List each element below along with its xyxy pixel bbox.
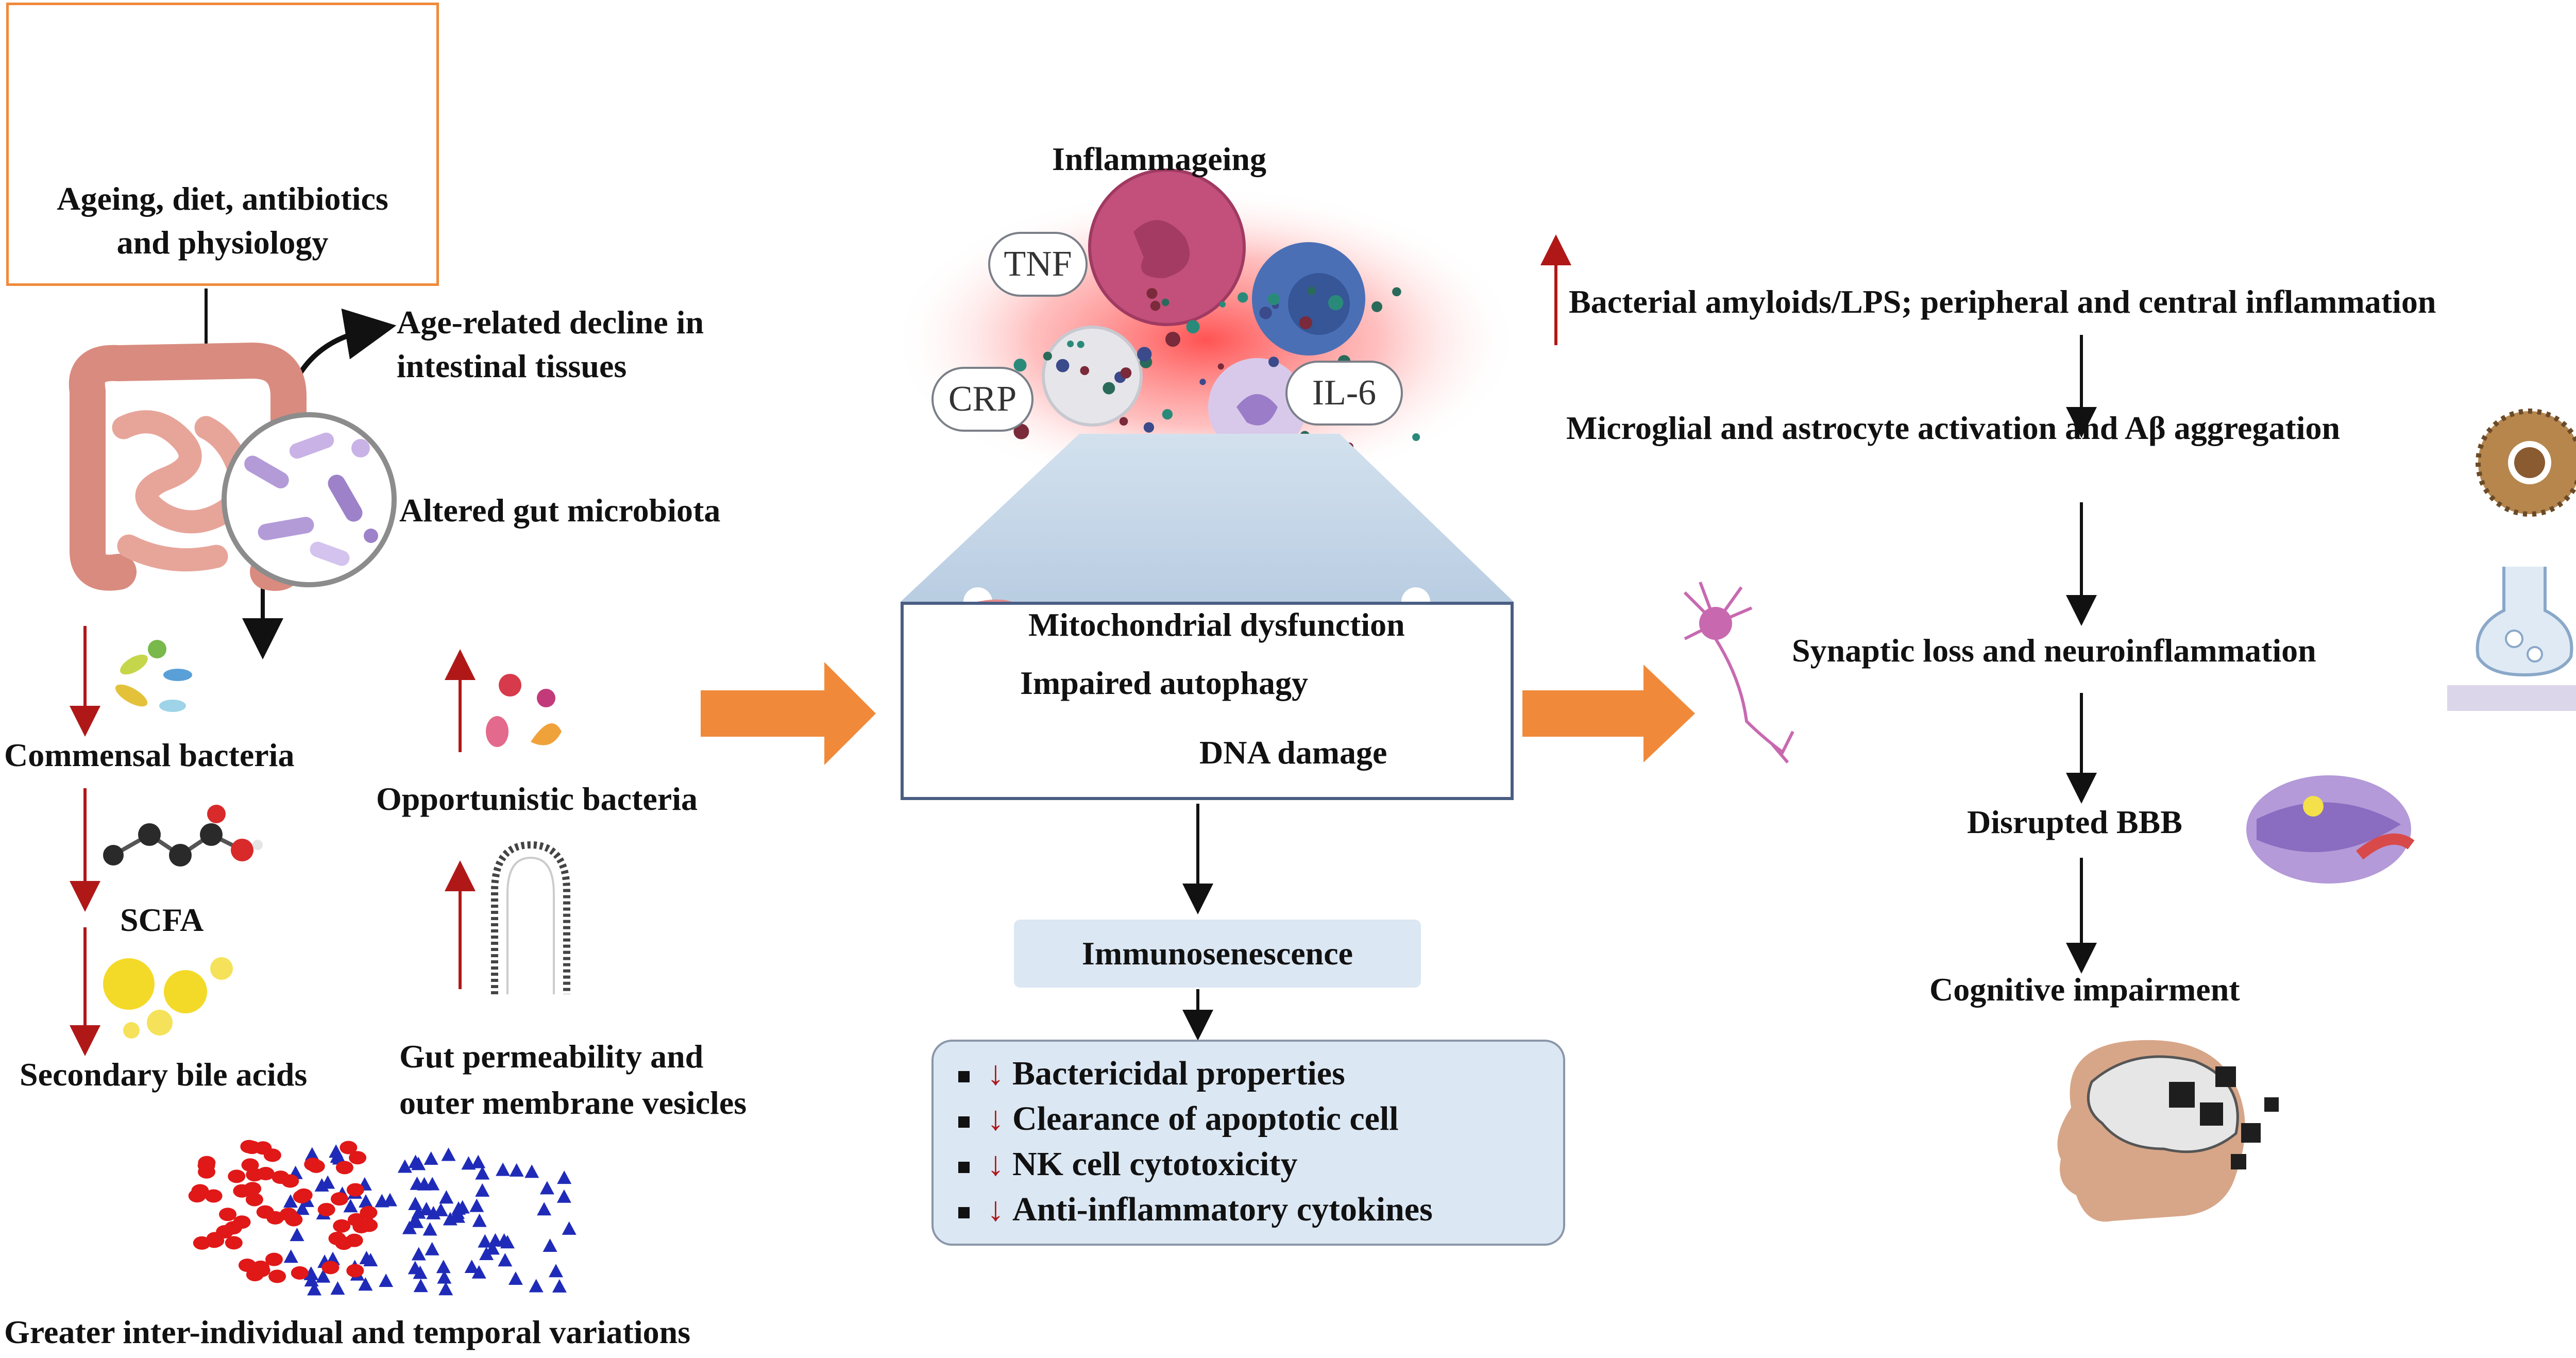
immunosenescence-label: Immunosenescence — [1081, 935, 1353, 972]
immune-deficits-box — [931, 1040, 1565, 1246]
disrupted-bbb-label: Disrupted BBB — [1967, 804, 2182, 840]
neuron-icon — [1683, 581, 1794, 763]
scatter-plot-icon — [188, 1140, 577, 1296]
scfa-label: SCFA — [120, 902, 204, 938]
synaptic-loss-label: Synaptic loss and neuroinflammation — [1792, 632, 2316, 669]
list-item: ↓Bactericidal properties — [958, 1051, 1433, 1096]
inflammageing-title: Inflammageing — [1052, 141, 1266, 177]
down-arrow-icon: ↓ — [987, 1145, 1004, 1183]
cognitive-impairment-label: Cognitive impairment — [1929, 971, 2240, 1008]
mitochondrial-dysfunction-label: Mitochondrial dysfunction — [1028, 606, 1405, 643]
bile-acids-label: Secondary bile acids — [20, 1056, 308, 1093]
down-arrow-icon: ↓ — [987, 1055, 1004, 1092]
scfa-molecule-icon — [103, 805, 263, 867]
opportunistic-bacteria-label: Opportunistic bacteria — [376, 780, 698, 817]
risk-factors-line2: and physiology — [116, 224, 329, 261]
bacterial-amyloids-label: Bacterial amyloids/LPS; peripheral and c… — [1569, 283, 2436, 320]
decline-line2: intestinal tissues — [397, 348, 627, 384]
immune-deficits-list: ↓Bactericidal properties ↓Clearance of a… — [958, 1051, 1433, 1232]
synapse-icon — [2447, 567, 2576, 711]
down-arrow-icon: ↓ — [987, 1191, 1004, 1228]
risk-factors-line1: Ageing, diet, antibiotics — [57, 180, 388, 217]
tnf-chip: TNF — [988, 232, 1088, 297]
il6-chip: IL-6 — [1285, 361, 1403, 426]
immunosenescence-box — [1014, 920, 1421, 988]
altered-microbiota-label: Altered gut microbiota — [399, 492, 721, 529]
list-item: ↓NK cell cytotoxicity — [958, 1142, 1433, 1187]
glial-activation-label: Microglial and astrocyte activation and … — [1566, 410, 2341, 446]
list-item: ↓Clearance of apoptotic cell — [958, 1096, 1433, 1142]
bacteria-magnifier-icon — [222, 412, 397, 587]
bbb-icon — [2246, 775, 2415, 884]
amyloid-plaque-icon — [2476, 409, 2576, 517]
permeability-line2: outer membrane vesicles — [399, 1084, 747, 1121]
decline-line1: Age-related decline in — [397, 304, 704, 341]
bacteria-cluster-icon — [115, 640, 192, 712]
bile-droplets-icon — [103, 957, 233, 1039]
variations-label: Greater inter-individual and temporal va… — [4, 1314, 691, 1350]
cellular-dysfunction-box — [901, 602, 1514, 800]
down-arrow-icon: ↓ — [987, 1100, 1004, 1138]
bacteria-cluster-icon — [486, 674, 562, 747]
crp-chip: CRP — [931, 367, 1033, 432]
brain-head-icon — [2057, 1040, 2279, 1222]
permeability-line1: Gut permeability and — [399, 1038, 704, 1075]
list-item: ↓Anti-inflammatory cytokines — [958, 1187, 1433, 1232]
gut-villi-icon — [491, 841, 570, 994]
risk-factors-box — [6, 3, 439, 286]
impaired-autophagy-label: Impaired autophagy — [1020, 665, 1308, 701]
commensal-bacteria-label: Commensal bacteria — [4, 737, 295, 773]
dna-damage-label: DNA damage — [1199, 734, 1387, 771]
